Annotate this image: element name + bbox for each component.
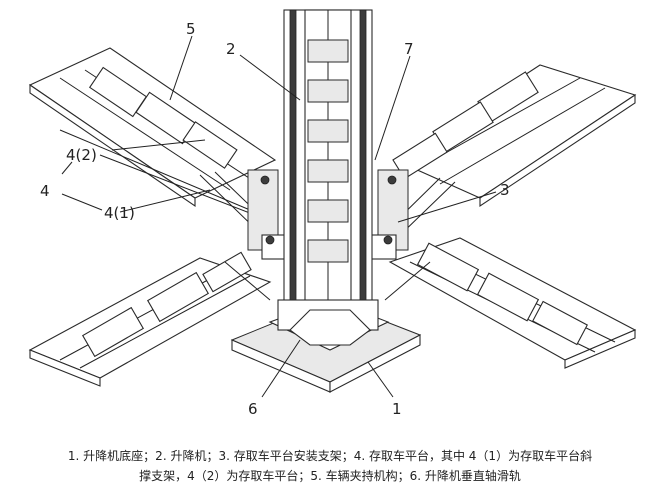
label-2: 2 bbox=[226, 40, 236, 58]
leader-lines bbox=[61, 35, 497, 398]
lift-mast bbox=[277, 9, 379, 346]
platform-arm-lower-left bbox=[28, 251, 272, 387]
lift-platform-drawing: 5 2 7 3 4(2) 4 4(1) 6 1 bbox=[28, 9, 637, 418]
caption-line-2: 撑支架，4（2）为存取车平台；5. 车辆夹持机构；6. 升降机垂直轴滑轨 bbox=[139, 469, 521, 483]
label-7: 7 bbox=[404, 40, 414, 58]
label-4-1: 4(1) bbox=[104, 204, 135, 222]
platform-arm-lower-right bbox=[388, 237, 637, 369]
figure-caption: 1. 升降机底座；2. 升降机；3. 存取车平台安装支架；4. 存取车平台，其中… bbox=[30, 446, 630, 486]
label-5: 5 bbox=[186, 20, 196, 38]
label-3: 3 bbox=[500, 181, 510, 199]
platform-arm-upper-left bbox=[28, 47, 277, 216]
label-6: 6 bbox=[248, 400, 258, 418]
platform-arm-upper-right bbox=[392, 64, 637, 208]
label-1: 1 bbox=[392, 400, 402, 418]
label-4-2: 4(2) bbox=[66, 146, 97, 164]
caption-line-1: 1. 升降机底座；2. 升降机；3. 存取车平台安装支架；4. 存取车平台，其中… bbox=[67, 449, 593, 463]
label-4: 4 bbox=[40, 182, 50, 200]
